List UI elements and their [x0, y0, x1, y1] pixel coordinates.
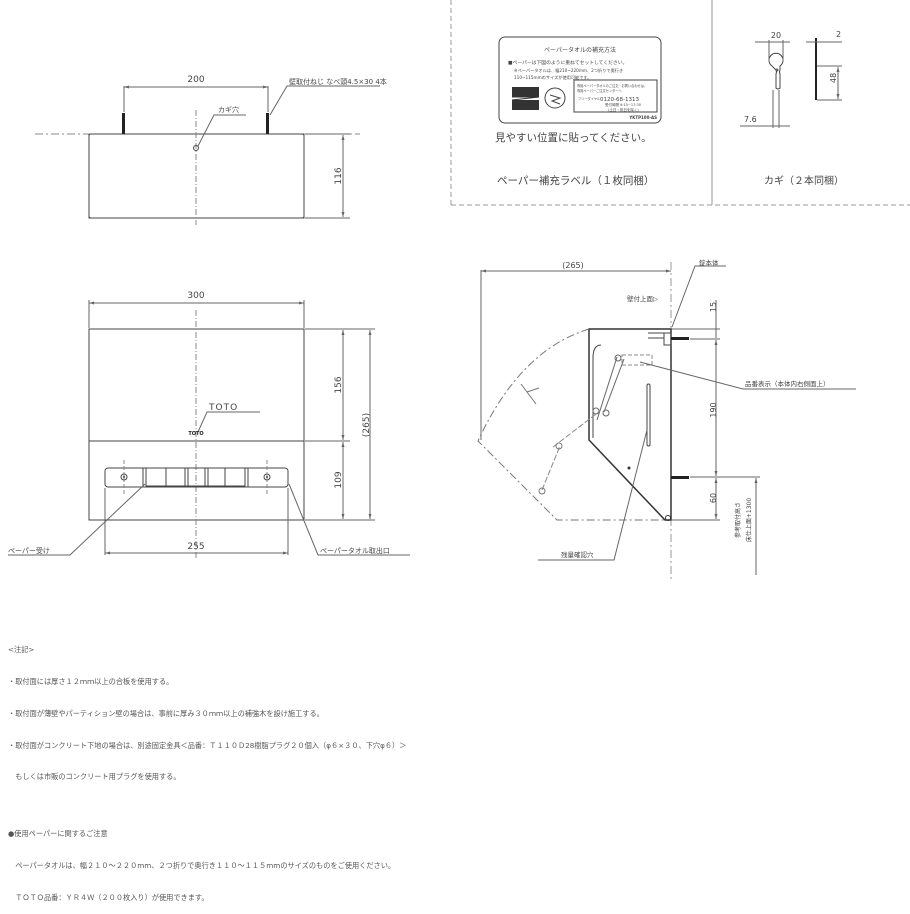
label-instruction: 見やすい位置に貼ってください。 [495, 131, 652, 144]
drawing-canvas: 200 116 カギ穴 壁取付ねじ なべ頭4.5×30 4本 ペーパータオルの補… [8, 0, 910, 580]
notes-heading: <注記> [8, 645, 35, 655]
dim-key-shaft: 7.6 [744, 115, 757, 124]
dim-side-depth: (265) [562, 261, 584, 270]
label-lock: 錠本体 [699, 258, 719, 267]
key-drawing [740, 38, 842, 128]
paper-note-item: ＴＯＴＯ品番：ＹＲ４Ｗ（２００枚入り）が使用できます。 [8, 892, 209, 902]
note-item: もしくは市販のコンクリート用プラグを使用する。 [8, 772, 181, 782]
label-mount-height-2: 床仕上面+1300 [745, 498, 753, 542]
label-paper-rest: ペーパー受け [8, 546, 50, 555]
label-wall-screw: 壁取付ねじ なべ頭4.5×30 4本 [289, 77, 387, 86]
side-view-drawing [477, 262, 856, 580]
card-box-hours: 受付時間 9:15~17:30 [605, 102, 641, 107]
label-check-hole: 残量確認穴 [561, 550, 594, 559]
dim-outlet: 255 [187, 542, 204, 552]
paper-notes-heading: ●使用ペーパーに関するご注意 [8, 829, 108, 839]
dim-front-upper: 156 [334, 376, 344, 393]
label-card [498, 36, 662, 124]
notes-section: <注記> ・取付面には厚さ１２ｍｍ以上の合板を使用する。 ・取付面が薄壁やパーテ… [8, 624, 406, 914]
dim-front-width: 300 [187, 291, 204, 301]
dim-side-bottom: 60 [709, 493, 718, 503]
dim-key-width: 20 [771, 31, 781, 40]
paper-note-item: ペーパータオルは、幅２１０～２２０mm、２つ折りで奥行き１１０～１１５mmのサイ… [8, 861, 396, 871]
label-product-no: 品番表示（本体内右側面上） [745, 379, 830, 388]
dim-front-total: (265) [362, 413, 372, 437]
note-item: ・取付面が薄壁やパーティション壁の場合は、事前に厚み３０ｍｍ以上の補強木を設け施… [8, 708, 324, 718]
label-key-hole: カギ穴 [218, 105, 239, 114]
key-panel-caption: カギ（２本同梱） [764, 174, 844, 187]
card-line2: ※ペーパータオルは、幅210~220mm、2つ折りで奥行き [514, 67, 623, 74]
card-line1: ■ペーパーは下図のように重ねてセットしてください。 [508, 59, 627, 66]
note-item: ・取付面には厚さ１２ｍｍ以上の合板を使用する。 [8, 676, 174, 686]
top-view-drawing [35, 85, 380, 225]
dim-top-height: 116 [334, 167, 344, 184]
label-wall-top: 壁付上面▷ [627, 294, 658, 303]
card-line3: 110~115mmのサイズが使用可能です。 [514, 74, 591, 81]
front-view-drawing [8, 300, 410, 560]
card-box-phone-label: フリーダイヤル [578, 96, 601, 101]
dim-key-length: 48 [829, 73, 838, 83]
label-panel-caption: ペーパー補充ラベル（１枚同梱） [497, 174, 654, 187]
accessory-frame [450, 0, 910, 206]
dim-screw-spacing: 200 [187, 75, 204, 85]
toto-logo: TOTO [188, 431, 203, 437]
dim-front-lower: 109 [334, 471, 344, 488]
card-box-phone: 0120-68-1313 [600, 97, 639, 103]
label-logo: TOTO [208, 403, 238, 413]
note-item: ・取付面がコンクリート下地の場合は、別途固定金具＜品番：Ｔ１１０Ｄ28樹脂プラグ… [8, 740, 407, 750]
label-mount-height-1: 参考取付高さ [734, 502, 742, 538]
card-title: ペーパータオルの補充方法 [544, 46, 616, 54]
card-box-line1: 専用ペーパータオルのご注文・お問い合わせは、 [577, 83, 647, 88]
dim-side-mid: 190 [709, 402, 718, 417]
dim-key-thickness: 2 [836, 30, 841, 39]
label-outlet: ペーパータオル取出口 [320, 546, 390, 555]
card-box-hours2: (土日・祝日を除く) [608, 107, 639, 112]
dim-side-top: 15 [709, 302, 718, 312]
card-code: YKTP100-AS [628, 115, 657, 120]
card-box-line2: 専用ペーパーご注文センターへ [577, 88, 622, 93]
